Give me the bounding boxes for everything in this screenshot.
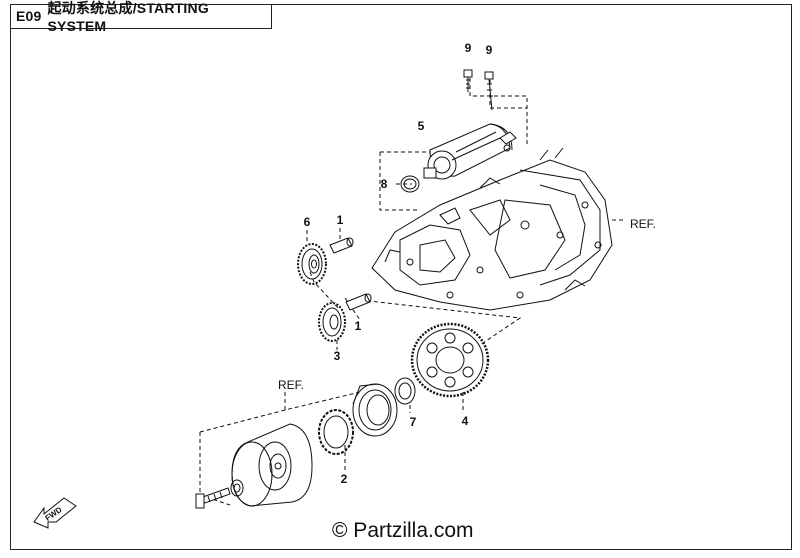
flywheel-washer[interactable] (230, 479, 244, 497)
callout-2: 2 (341, 472, 348, 486)
callout-1-lower: 1 (355, 319, 362, 333)
flywheel-reference (231, 423, 313, 507)
section-title: 起动系统总成/STARTING SYSTEM (47, 0, 209, 34)
flywheel-bolt[interactable] (195, 487, 231, 509)
clutch-housing-reference (352, 383, 398, 437)
callout-9-left: 9 (465, 41, 472, 55)
part-2-one-way-clutch[interactable] (318, 409, 354, 455)
callout-1-upper: 1 (337, 213, 344, 227)
callout-3: 3 (334, 349, 341, 363)
part-8-o-ring[interactable] (400, 175, 420, 193)
part-3-reduction-gear[interactable] (318, 302, 346, 342)
part-6-idle-gear[interactable] (297, 243, 327, 285)
part-1-shaft-upper[interactable] (329, 237, 354, 254)
diagram-frame (10, 4, 792, 550)
part-4-starter-driven-gear[interactable] (410, 322, 490, 398)
callout-9-right: 9 (486, 43, 493, 57)
diagram-title-box: E09 起动系统总成/STARTING SYSTEM (10, 0, 272, 34)
callout-6: 6 (304, 215, 311, 229)
forward-direction-arrow (33, 497, 77, 529)
callout-5: 5 (418, 119, 425, 133)
section-code: E09 (16, 8, 42, 24)
callout-7: 7 (410, 415, 417, 429)
leader-lines (199, 78, 626, 506)
part-7-washer[interactable] (394, 377, 416, 405)
ref-label-crankcase: REF. (630, 217, 656, 231)
part-5-starter-motor[interactable] (423, 123, 517, 180)
part-9-bolt-right[interactable] (484, 71, 494, 111)
part-1-shaft-lower[interactable] (345, 293, 372, 311)
watermark: © Partzilla.com (332, 519, 474, 542)
callout-8: 8 (381, 177, 388, 191)
crankcase-reference (371, 147, 613, 311)
ref-label-flywheel: REF. (278, 378, 304, 392)
callout-4: 4 (462, 414, 469, 428)
part-9-bolt-left[interactable] (463, 69, 473, 92)
